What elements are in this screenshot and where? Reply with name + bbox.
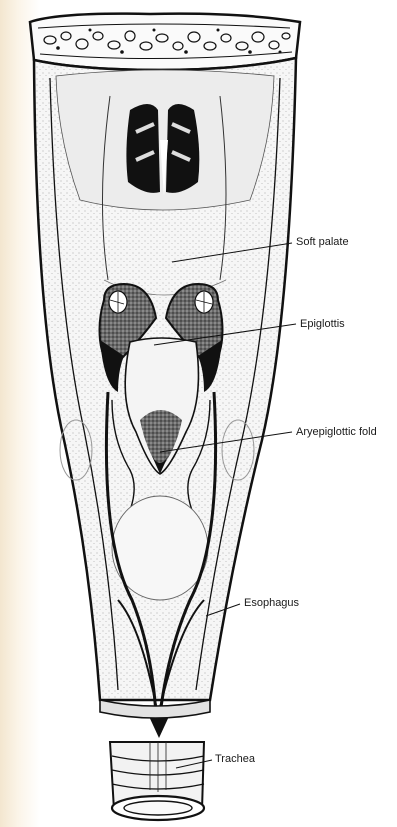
label-esophagus: Esophagus xyxy=(244,597,299,609)
trachea-tube xyxy=(110,742,204,820)
label-aryepiglottic-fold: Aryepiglottic fold xyxy=(296,426,377,438)
label-trachea: Trachea xyxy=(215,753,255,765)
skull-base-bone xyxy=(30,14,300,70)
label-soft-palate: Soft palate xyxy=(296,236,349,248)
label-epiglottis: Epiglottis xyxy=(300,318,345,330)
